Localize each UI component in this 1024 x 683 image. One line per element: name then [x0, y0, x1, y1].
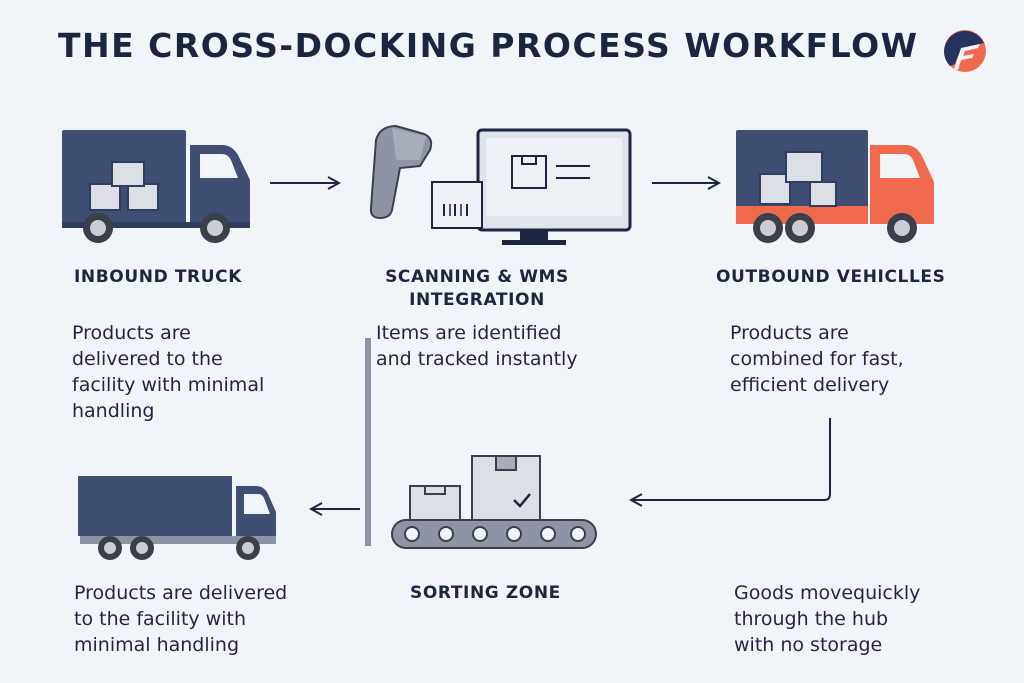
delivery-description: Products are delivered to the facility w…: [74, 580, 287, 658]
conveyor-belt-icon: [391, 455, 597, 549]
barcode-scanner-icon: [369, 124, 433, 220]
text-line: Items are identified: [376, 322, 562, 344]
text-line: delivered to the: [72, 348, 223, 370]
divider-line: [365, 338, 371, 546]
outbound-truck-icon: [736, 130, 934, 243]
brand-logo-icon: [943, 30, 986, 72]
inbound-description: Products are delivered to the facility w…: [72, 320, 264, 424]
text-line: minimal handling: [74, 634, 240, 656]
delivery-truck-icon: [78, 476, 276, 560]
outbound-description: Products are combined for fast, efficien…: [730, 320, 904, 398]
text-line: facility with minimal: [72, 374, 265, 396]
text-line: Products are delivered: [74, 582, 288, 604]
inbound-truck-icon: [62, 130, 250, 243]
text-line: INTEGRATION: [409, 290, 545, 310]
text-line: combined for fast,: [730, 348, 904, 370]
goods-description: Goods movequickly through the hub with n…: [734, 580, 920, 658]
monitor-icon: [431, 128, 632, 245]
outbound-heading: OUTBOUND VEHICLLES: [716, 267, 946, 287]
text-line: Products are: [730, 322, 849, 344]
scanning-heading: SCANNING & WMS INTEGRATION: [374, 266, 580, 312]
sorting-heading: SORTING ZONE: [410, 583, 561, 603]
text-line: with no storage: [734, 634, 883, 656]
text-line: SCANNING & WMS: [385, 267, 569, 287]
text-line: efficient delivery: [730, 374, 890, 396]
text-line: and tracked instantly: [376, 348, 578, 370]
scanning-description: Items are identified and tracked instant…: [376, 320, 578, 372]
text-line: to the facility with: [74, 608, 246, 630]
text-line: through the hub: [734, 608, 889, 630]
text-line: Goods movequickly: [734, 582, 921, 604]
page-title: THE CROSS-DOCKING PROCESS WORKFLOW: [58, 26, 919, 65]
text-line: Products are: [72, 322, 191, 344]
text-line: handling: [72, 400, 155, 422]
arrow-3: [632, 418, 831, 500]
inbound-heading: INBOUND TRUCK: [74, 267, 242, 287]
